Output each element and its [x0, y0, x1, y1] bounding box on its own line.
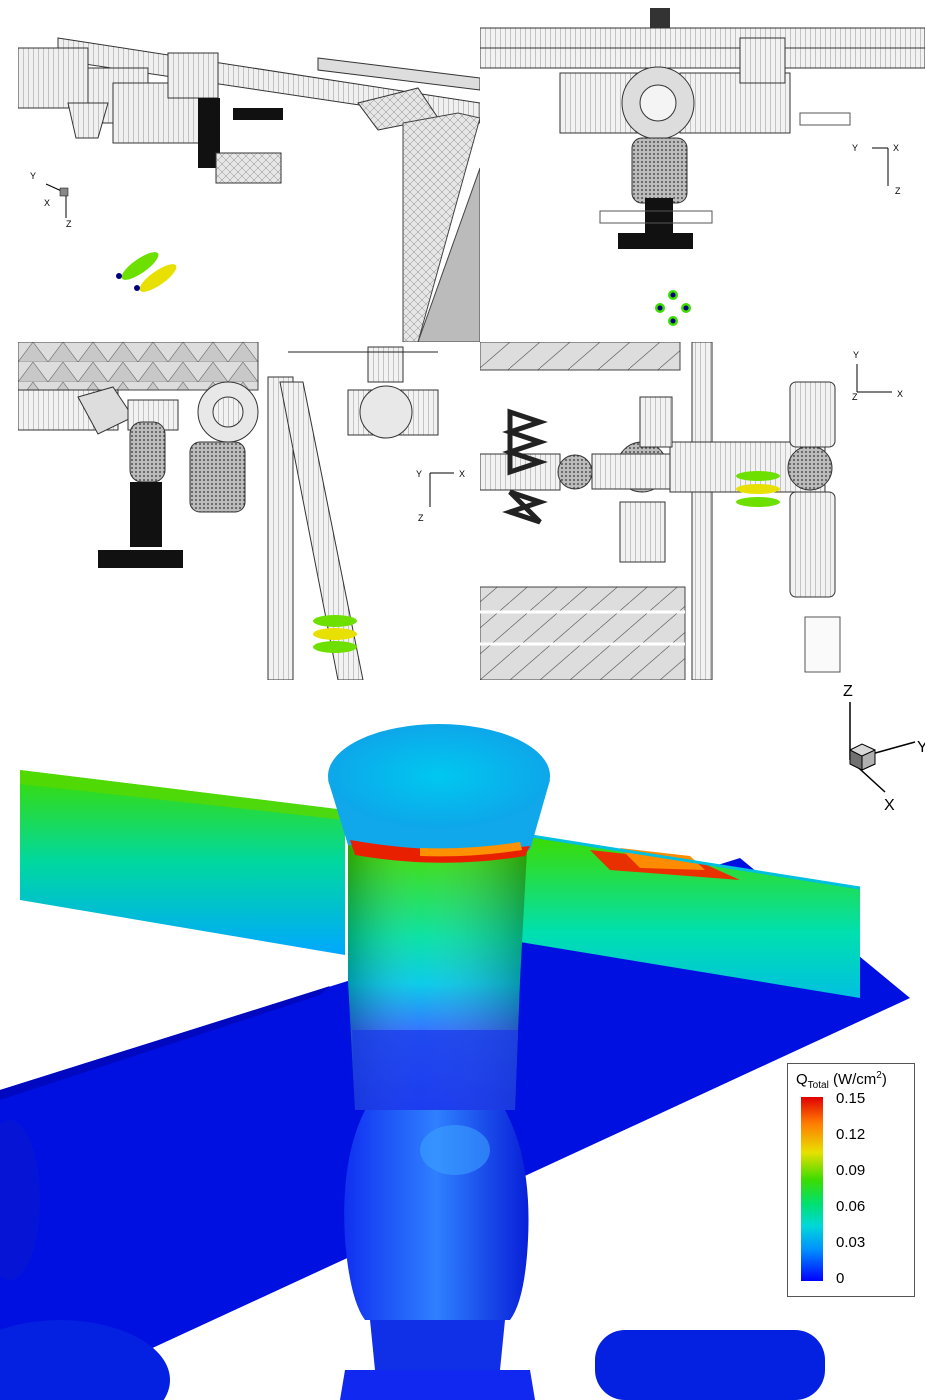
legend-title-subscript: Total [807, 1080, 829, 1091]
legend-title-unit: (W/cm [832, 1071, 877, 1088]
left-fin [20, 770, 345, 955]
axis-triad-1 [45, 183, 69, 218]
heat-flux-contour-view: Z Y X [0, 680, 925, 1400]
axis-label-z: Z [418, 513, 424, 523]
legend-tick: 0.15 [836, 1090, 866, 1107]
axis-label-x: X [44, 198, 50, 208]
wireframe-front-drawing: Y X Z [480, 8, 925, 326]
heat-probe-group [655, 290, 691, 326]
axis-label-z: Z [895, 186, 901, 196]
wireframe-view-oblique: Y X Z [18, 8, 480, 342]
axis-label-y: Y [416, 469, 422, 479]
heat-probe-group [736, 471, 780, 507]
axis-triad-3d [849, 702, 916, 793]
axis-label-x: X [459, 469, 465, 479]
axis-label-z: Z [843, 683, 853, 700]
axis-label-y: Y [30, 171, 36, 181]
wireframe-side-drawing: Y X Z [18, 342, 465, 680]
legend-tick: 0 [836, 1270, 845, 1287]
wireframe-view-front: Y X Z [480, 8, 925, 342]
legend-title-superscript: 2 [876, 1070, 882, 1081]
legend-tick: 0.06 [836, 1198, 866, 1215]
wireframe-view-top: Y Z X [480, 342, 925, 680]
legend-tick: 0.03 [836, 1234, 866, 1251]
legend-tick: 0.12 [836, 1126, 866, 1143]
wireframe-view-side: Y X Z [18, 342, 480, 680]
axis-label-x: X [884, 797, 895, 814]
axis-label-z: Z [852, 392, 858, 402]
wireframe-top-drawing: Y Z X [480, 342, 903, 680]
legend-title-close: ) [881, 1071, 887, 1088]
legend-color-bar [801, 1097, 823, 1281]
heat-probe-group [313, 615, 357, 653]
color-legend: QTotal (W/cm2) 0.15 0.12 0.09 0.06 0.03 … [787, 1063, 915, 1297]
legend-title-symbol: Q [796, 1071, 808, 1088]
axis-label-z: Z [66, 219, 72, 229]
axis-label-x: X [893, 143, 899, 153]
axis-label-x: X [897, 389, 903, 399]
axis-label-y: Y [852, 143, 858, 153]
axis-label-y: Y [917, 739, 925, 756]
legend-tick: 0.09 [836, 1162, 866, 1179]
legend-title: QTotal (W/cm2) [796, 1070, 887, 1091]
axis-label-y: Y [853, 350, 859, 360]
contour-rendering: Z Y X [0, 683, 925, 1400]
top-cap [328, 724, 550, 828]
heat-probe-group [116, 252, 177, 292]
wireframe-oblique-drawing: Y X Z [18, 37, 480, 342]
